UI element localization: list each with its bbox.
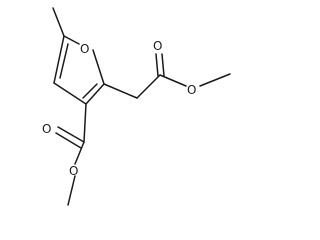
bond-ch2-carbonyl [136,74,161,99]
bond-carbonyl-o-ether [159,74,187,87]
bond-carbonyl-o-double-b [161,53,165,77]
bond-c5-methyl [52,7,65,37]
bond-o-methyl [199,73,231,87]
bond-c2-c3 [85,83,105,105]
bond-c2-ch2 [103,83,138,99]
bond-carbonyl-o-ether-2 [74,141,85,165]
atom-label-ester2-ether-oxygen: O [69,164,78,178]
bond-c3-c4 [53,82,87,105]
bond-c4-c5 [53,35,65,84]
atom-label-ester2-carbonyl-oxygen: O [42,122,51,136]
atom-label-ester1-ether-oxygen: O [187,83,196,97]
bond-c3-carbonyl [83,103,87,143]
atom-label-ring-oxygen: O [80,42,89,56]
chemical-structure: O O O O O [42,7,231,206]
bond-carbonyl-o-double-a [155,53,159,77]
bond-c5-o1 [63,35,80,45]
bond-c2-c3-inner [82,83,98,99]
bond-c4-c5-inner [59,43,69,79]
bond-o1-c2 [92,49,105,85]
bond-o-methyl-2 [67,175,76,206]
bond-carbonyl-o-double-c [57,126,85,143]
bond-carbonyl-o-double-d [55,132,82,149]
atom-label-ester1-carbonyl-oxygen: O [153,39,162,53]
